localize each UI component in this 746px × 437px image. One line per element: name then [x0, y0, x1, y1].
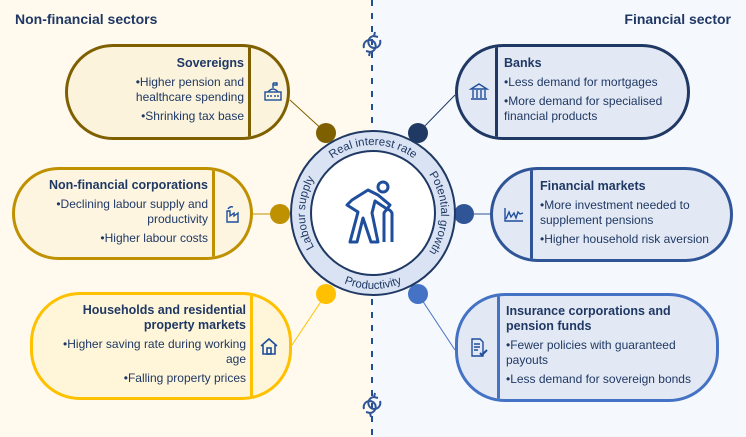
box-item: •More demand for specialised financial p… [504, 94, 663, 123]
elderly-person-with-cane-icon [345, 180, 394, 244]
insurance-dot [408, 284, 428, 304]
box-title: Financial markets [540, 178, 646, 193]
box-item: •Higher household risk aversion [540, 231, 709, 246]
center-ring: Labour supply Real interest rate Potenti… [290, 130, 456, 296]
box-title: Insurance corporations and pension funds [506, 304, 671, 333]
svg-text:Productivity: Productivity [343, 275, 403, 292]
banks-box: Banks •Less demand for mortgages •More d… [455, 44, 690, 140]
markets-box: Financial markets •More investment neede… [490, 167, 733, 262]
house-icon [260, 337, 278, 355]
households-box: Households and residential property mark… [30, 292, 292, 400]
cycle-arrows-icon [362, 31, 382, 57]
box-title: Banks [504, 56, 542, 70]
label-productivity: Productivity [343, 275, 403, 292]
box-item: •Higher labour costs [100, 230, 208, 245]
insurance-box: Insurance corporations and pension funds… [455, 293, 719, 402]
box-item: •More investment needed to supplement pe… [540, 197, 690, 227]
non-financial-header: Non-financial sectors [15, 11, 158, 27]
sovereigns-box: Sovereigns •Higher pension and healthcar… [65, 44, 290, 140]
box-item: •Higher pension and healthcare spending [135, 75, 244, 104]
financial-header: Financial sector [624, 11, 731, 27]
corporations-dot [270, 204, 290, 224]
policy-document-icon [471, 337, 488, 357]
box-item: •Less demand for mortgages [504, 75, 658, 89]
markets-dot [454, 204, 474, 224]
box-title: Non-financial corporations [48, 177, 208, 192]
government-building-icon [264, 82, 282, 101]
cycle-arrows-icon [362, 392, 382, 418]
box-item: •Shrinking tax base [141, 109, 244, 123]
box-title: Sovereigns [176, 56, 244, 70]
box-item: •Falling property prices [123, 370, 246, 385]
factory-icon [226, 205, 239, 223]
banks-dot [408, 123, 428, 143]
box-item: •Declining labour supply and productivit… [56, 196, 208, 226]
box-item: •Higher saving rate during working age [63, 336, 246, 366]
households-dot [316, 284, 336, 304]
sovereigns-dot [316, 123, 336, 143]
box-title: Households and residential property mark… [82, 302, 246, 332]
box-item: •Fewer policies with guaranteed payouts [506, 338, 676, 367]
bank-icon [468, 83, 490, 100]
market-chart-icon [504, 207, 524, 222]
box-item: •Less demand for sovereign bonds [506, 372, 691, 386]
corporations-box: Non-financial corporations •Declining la… [12, 167, 253, 260]
